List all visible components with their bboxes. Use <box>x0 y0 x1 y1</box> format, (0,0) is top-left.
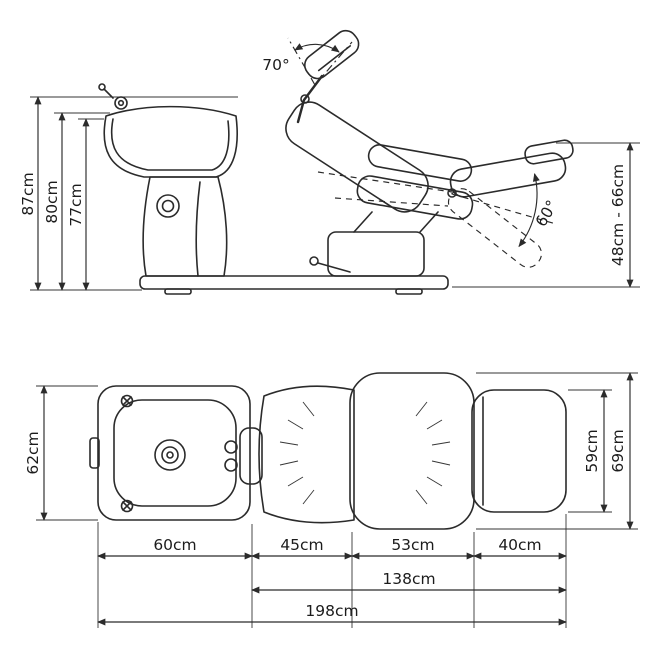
shampoo-basin-side <box>98 83 238 277</box>
legrest-plan <box>471 389 567 513</box>
seat-plan <box>349 372 475 530</box>
plan-view: 62cm 59cm 69cm 60cm 45cm 53cm <box>24 372 638 628</box>
backrest-side <box>285 101 429 213</box>
basin-width-dimension: 62cm <box>24 385 98 521</box>
dim-legrest-height-range: 48cm - 66cm <box>609 164 627 266</box>
length-dimensions: 60cm 45cm 53cm 40cm 138cm 198cm <box>97 514 567 628</box>
dim-overall-height: 87cm <box>19 172 37 215</box>
dim-basin-rim-height: 80cm <box>43 180 61 223</box>
side-view: 70° 60° <box>19 29 640 295</box>
dim-seat-width: 69cm <box>609 429 627 472</box>
frame-link-dashed <box>317 171 453 193</box>
dim-basin-front-height: 77cm <box>67 183 85 226</box>
backrest-plan <box>258 385 355 524</box>
dim-backrest-length: 45cm <box>280 536 323 554</box>
right-width-dimensions: 59cm 69cm <box>476 372 638 530</box>
height-dimensions: 87cm 80cm 77cm <box>19 96 238 291</box>
chair-base-box-side <box>309 211 439 277</box>
dim-seat-length: 53cm <box>391 536 434 554</box>
dim-legrest-length: 40cm <box>498 536 541 554</box>
dim-legrest-width: 59cm <box>583 429 601 472</box>
dim-chair-length: 138cm <box>382 570 435 588</box>
seat-stitching <box>415 401 451 505</box>
frame-link-dashed-2 <box>334 197 449 207</box>
legrest-pivot <box>447 188 457 198</box>
seat-side <box>356 175 474 220</box>
basin-plan <box>89 385 251 521</box>
legrest-side <box>449 152 567 198</box>
headrest-side <box>296 29 360 124</box>
headrest-angle-label: 70° <box>262 56 289 74</box>
base-side <box>139 275 449 295</box>
neckrest-plan <box>239 427 263 485</box>
armrest-side <box>367 144 473 182</box>
backrest-stitching <box>279 401 315 505</box>
headrest-angle-annotation: 70° <box>262 37 353 86</box>
dim-basin-width: 62cm <box>24 431 42 474</box>
legrest-lowered-dashed <box>447 188 543 268</box>
dim-basin-length: 60cm <box>153 536 196 554</box>
legrest-pillow-side <box>524 139 574 165</box>
dim-total-length: 198cm <box>305 602 358 620</box>
legrest-height-dimension: 48cm - 66cm <box>452 142 640 288</box>
